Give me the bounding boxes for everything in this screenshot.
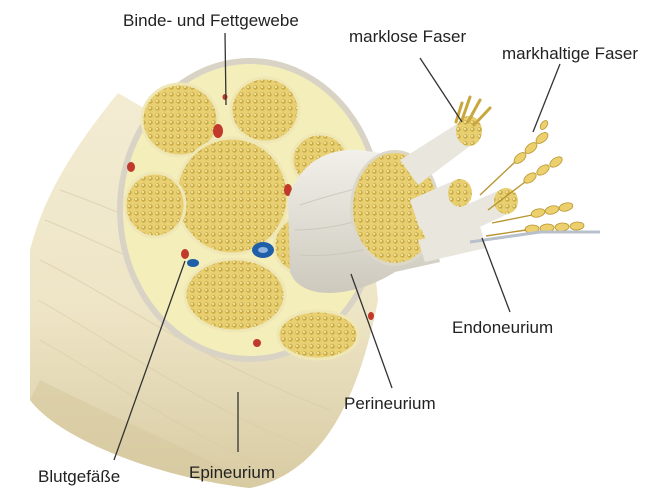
label-endoneurium: Endoneurium xyxy=(452,318,553,338)
leader-unmyelinated xyxy=(420,58,462,122)
endoneurium-strand xyxy=(470,232,600,242)
label-myelinated-fiber: markhaltige Faser xyxy=(502,44,638,64)
label-perineurium: Perineurium xyxy=(344,394,436,414)
label-blood-vessels: Blutgefäße xyxy=(38,467,120,487)
fiber-bundle-right xyxy=(494,188,518,214)
label-connective-fat: Binde- und Fettgewebe xyxy=(123,11,299,31)
label-unmyelinated-fiber: marklose Faser xyxy=(349,27,466,47)
label-epineurium: Epineurium xyxy=(189,463,275,483)
fiber-bundle-mid xyxy=(448,179,472,207)
leader-endoneurium xyxy=(482,238,510,312)
